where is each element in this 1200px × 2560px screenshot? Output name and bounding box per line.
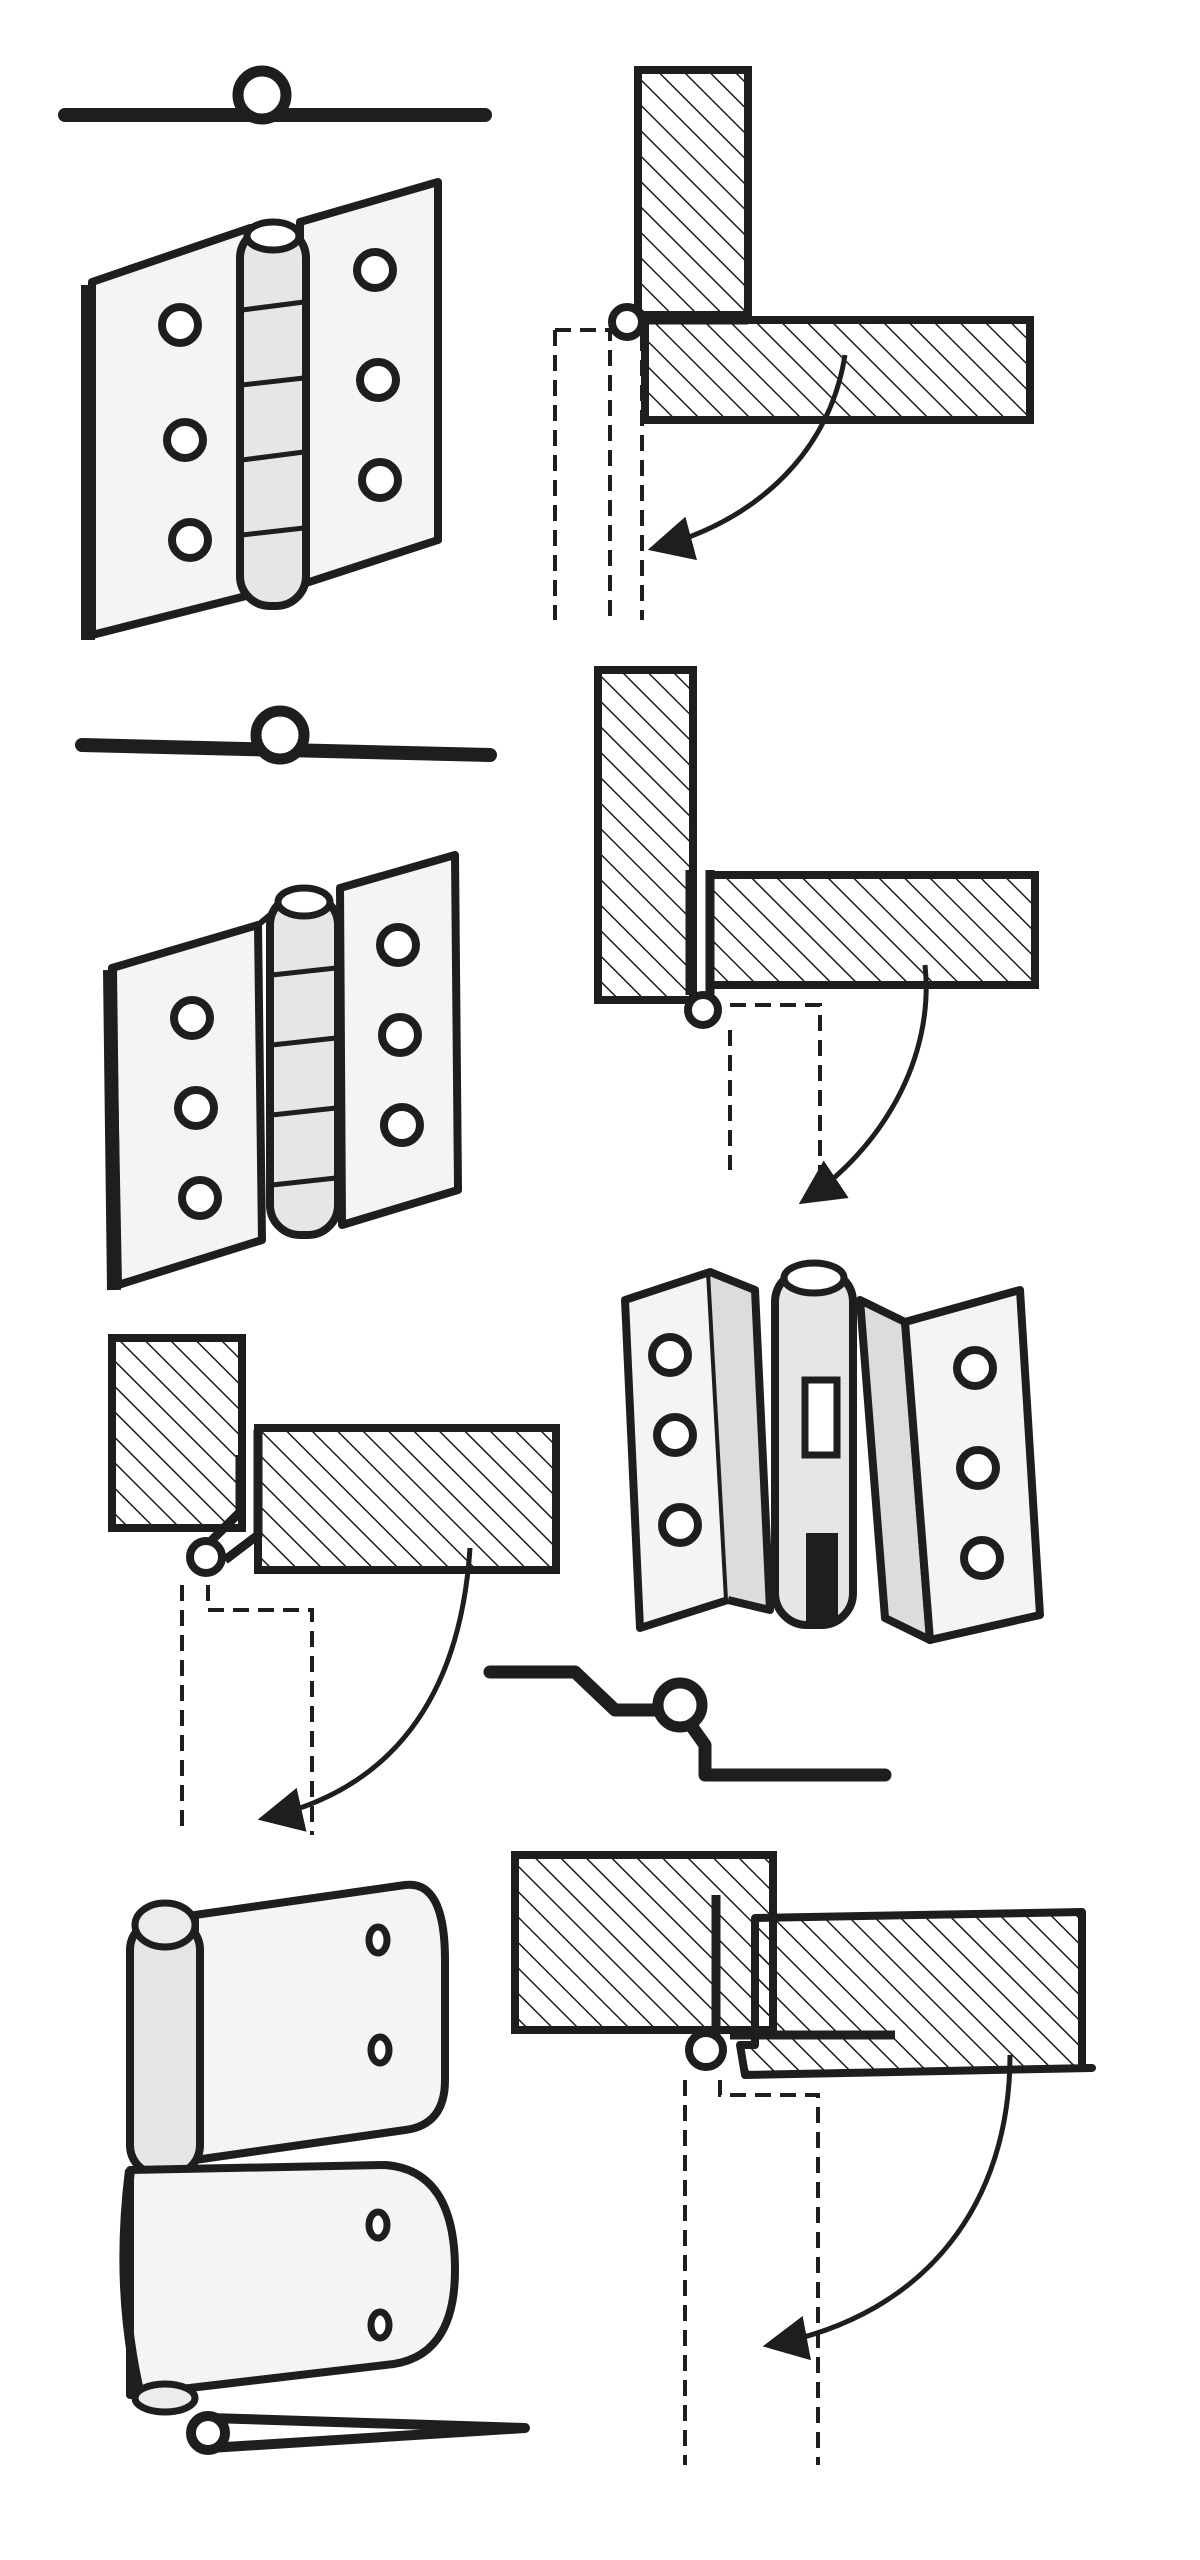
butt-hinge-flush-mounting-section (553, 66, 1034, 620)
butt-hinge-recessed-mounting-section (594, 666, 1039, 1205)
butt-hinge-flush-group (58, 65, 1034, 640)
cranked-hinge-mounting-section (108, 1334, 560, 1835)
screw-holes (170, 923, 424, 1220)
cranked-hinge-group (108, 1259, 1044, 1835)
butt-hinge-recessed-leaf-view (103, 851, 462, 1291)
hinge-pin-icon (186, 2411, 530, 2455)
butt-hinge-recessed-group (75, 666, 1039, 1291)
screw-holes (365, 1923, 393, 2342)
butt-hinge-recessed-profile (75, 705, 497, 765)
butt-hinge-flush-profile (58, 65, 492, 125)
lift-off-hinge-group (119, 1851, 1096, 2465)
screw-holes (648, 1333, 1004, 1580)
lift-off-hinge-leaf-view (119, 1880, 530, 2455)
butt-hinge-flush-leaf-view (81, 178, 442, 640)
screw-holes (158, 248, 402, 562)
cranked-hinge-leaf-view (621, 1259, 1044, 1644)
cranked-hinge-profile (483, 1665, 892, 1782)
lift-off-hinge-mounting-section (511, 1851, 1096, 2465)
